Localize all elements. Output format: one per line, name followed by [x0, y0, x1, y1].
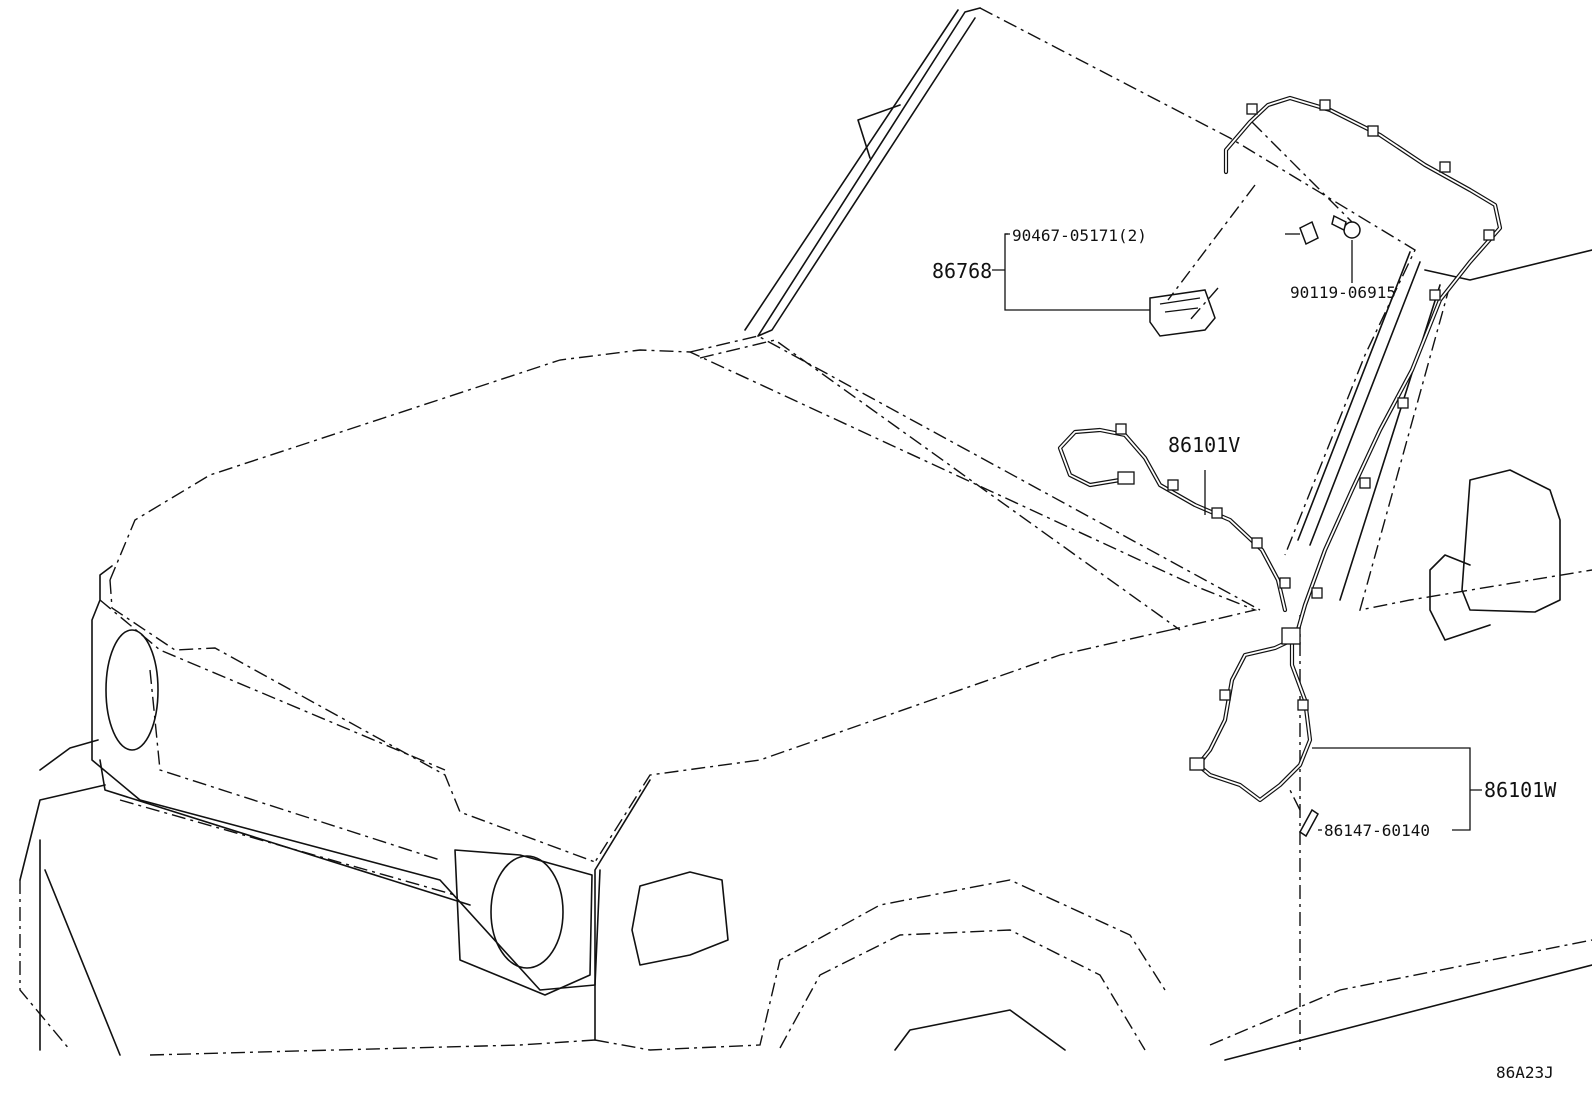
bumper-dashed: [19, 799, 456, 1051]
callout-86101V: 86101V: [1168, 433, 1240, 457]
door-sill: [1224, 964, 1592, 1061]
diagram-code: 86A23J: [1496, 1063, 1554, 1082]
hood-right-edge: [594, 629, 1171, 863]
right-headlight-bezel: [454, 849, 593, 996]
callout-86147: 86147-60140: [1324, 821, 1430, 840]
callout-90119: 90119-06915: [1290, 283, 1396, 302]
grille-top: [99, 599, 446, 771]
a-pillar: [1297, 251, 1421, 546]
door-lower-edge: [1209, 939, 1592, 1046]
right-headlight: [490, 855, 564, 969]
hood-outline: [109, 349, 1258, 631]
side-mirror-arm: [1429, 554, 1491, 641]
vehicle-outline: [19, 7, 1592, 1061]
callout-90467: 90467-05171(2): [1012, 226, 1147, 245]
body-lower: [149, 1039, 596, 1056]
grille-frame: [91, 565, 601, 991]
cowl-line: [689, 335, 1261, 611]
grille-bottom: [99, 759, 471, 906]
front-bumper: [19, 784, 121, 1056]
grille-inner: [149, 669, 441, 861]
left-fender-front: [39, 739, 99, 771]
grommet-90119-part: [1343, 221, 1361, 239]
cowl-line-2: [699, 339, 1181, 631]
fender-body: [594, 779, 651, 1041]
callout-86101W: 86101W: [1484, 778, 1557, 802]
wheel-arch-inner: [779, 929, 1146, 1051]
side-mirror: [1461, 469, 1561, 613]
left-mirror-stub: [857, 104, 901, 159]
windshield: [744, 7, 981, 337]
harness-86101W: [1189, 627, 1313, 803]
windshield-top-edge: [979, 7, 1416, 556]
callout-86768: 86768: [932, 259, 992, 283]
door-window-edge: [1359, 284, 1592, 611]
tire-edge: [894, 1009, 1066, 1051]
leader-lines: [992, 121, 1482, 831]
left-headlight: [105, 629, 159, 751]
harness-86101V: [1057, 423, 1291, 613]
clip-90467-part: [1299, 220, 1319, 246]
side-marker-lamp: [631, 871, 729, 966]
wheel-arch: [594, 879, 1166, 1051]
cord-86147-part: [1299, 808, 1319, 838]
hood-front-edge: [109, 579, 596, 863]
roof-harness: [1223, 95, 1503, 643]
module-86768-part: [1149, 289, 1216, 337]
